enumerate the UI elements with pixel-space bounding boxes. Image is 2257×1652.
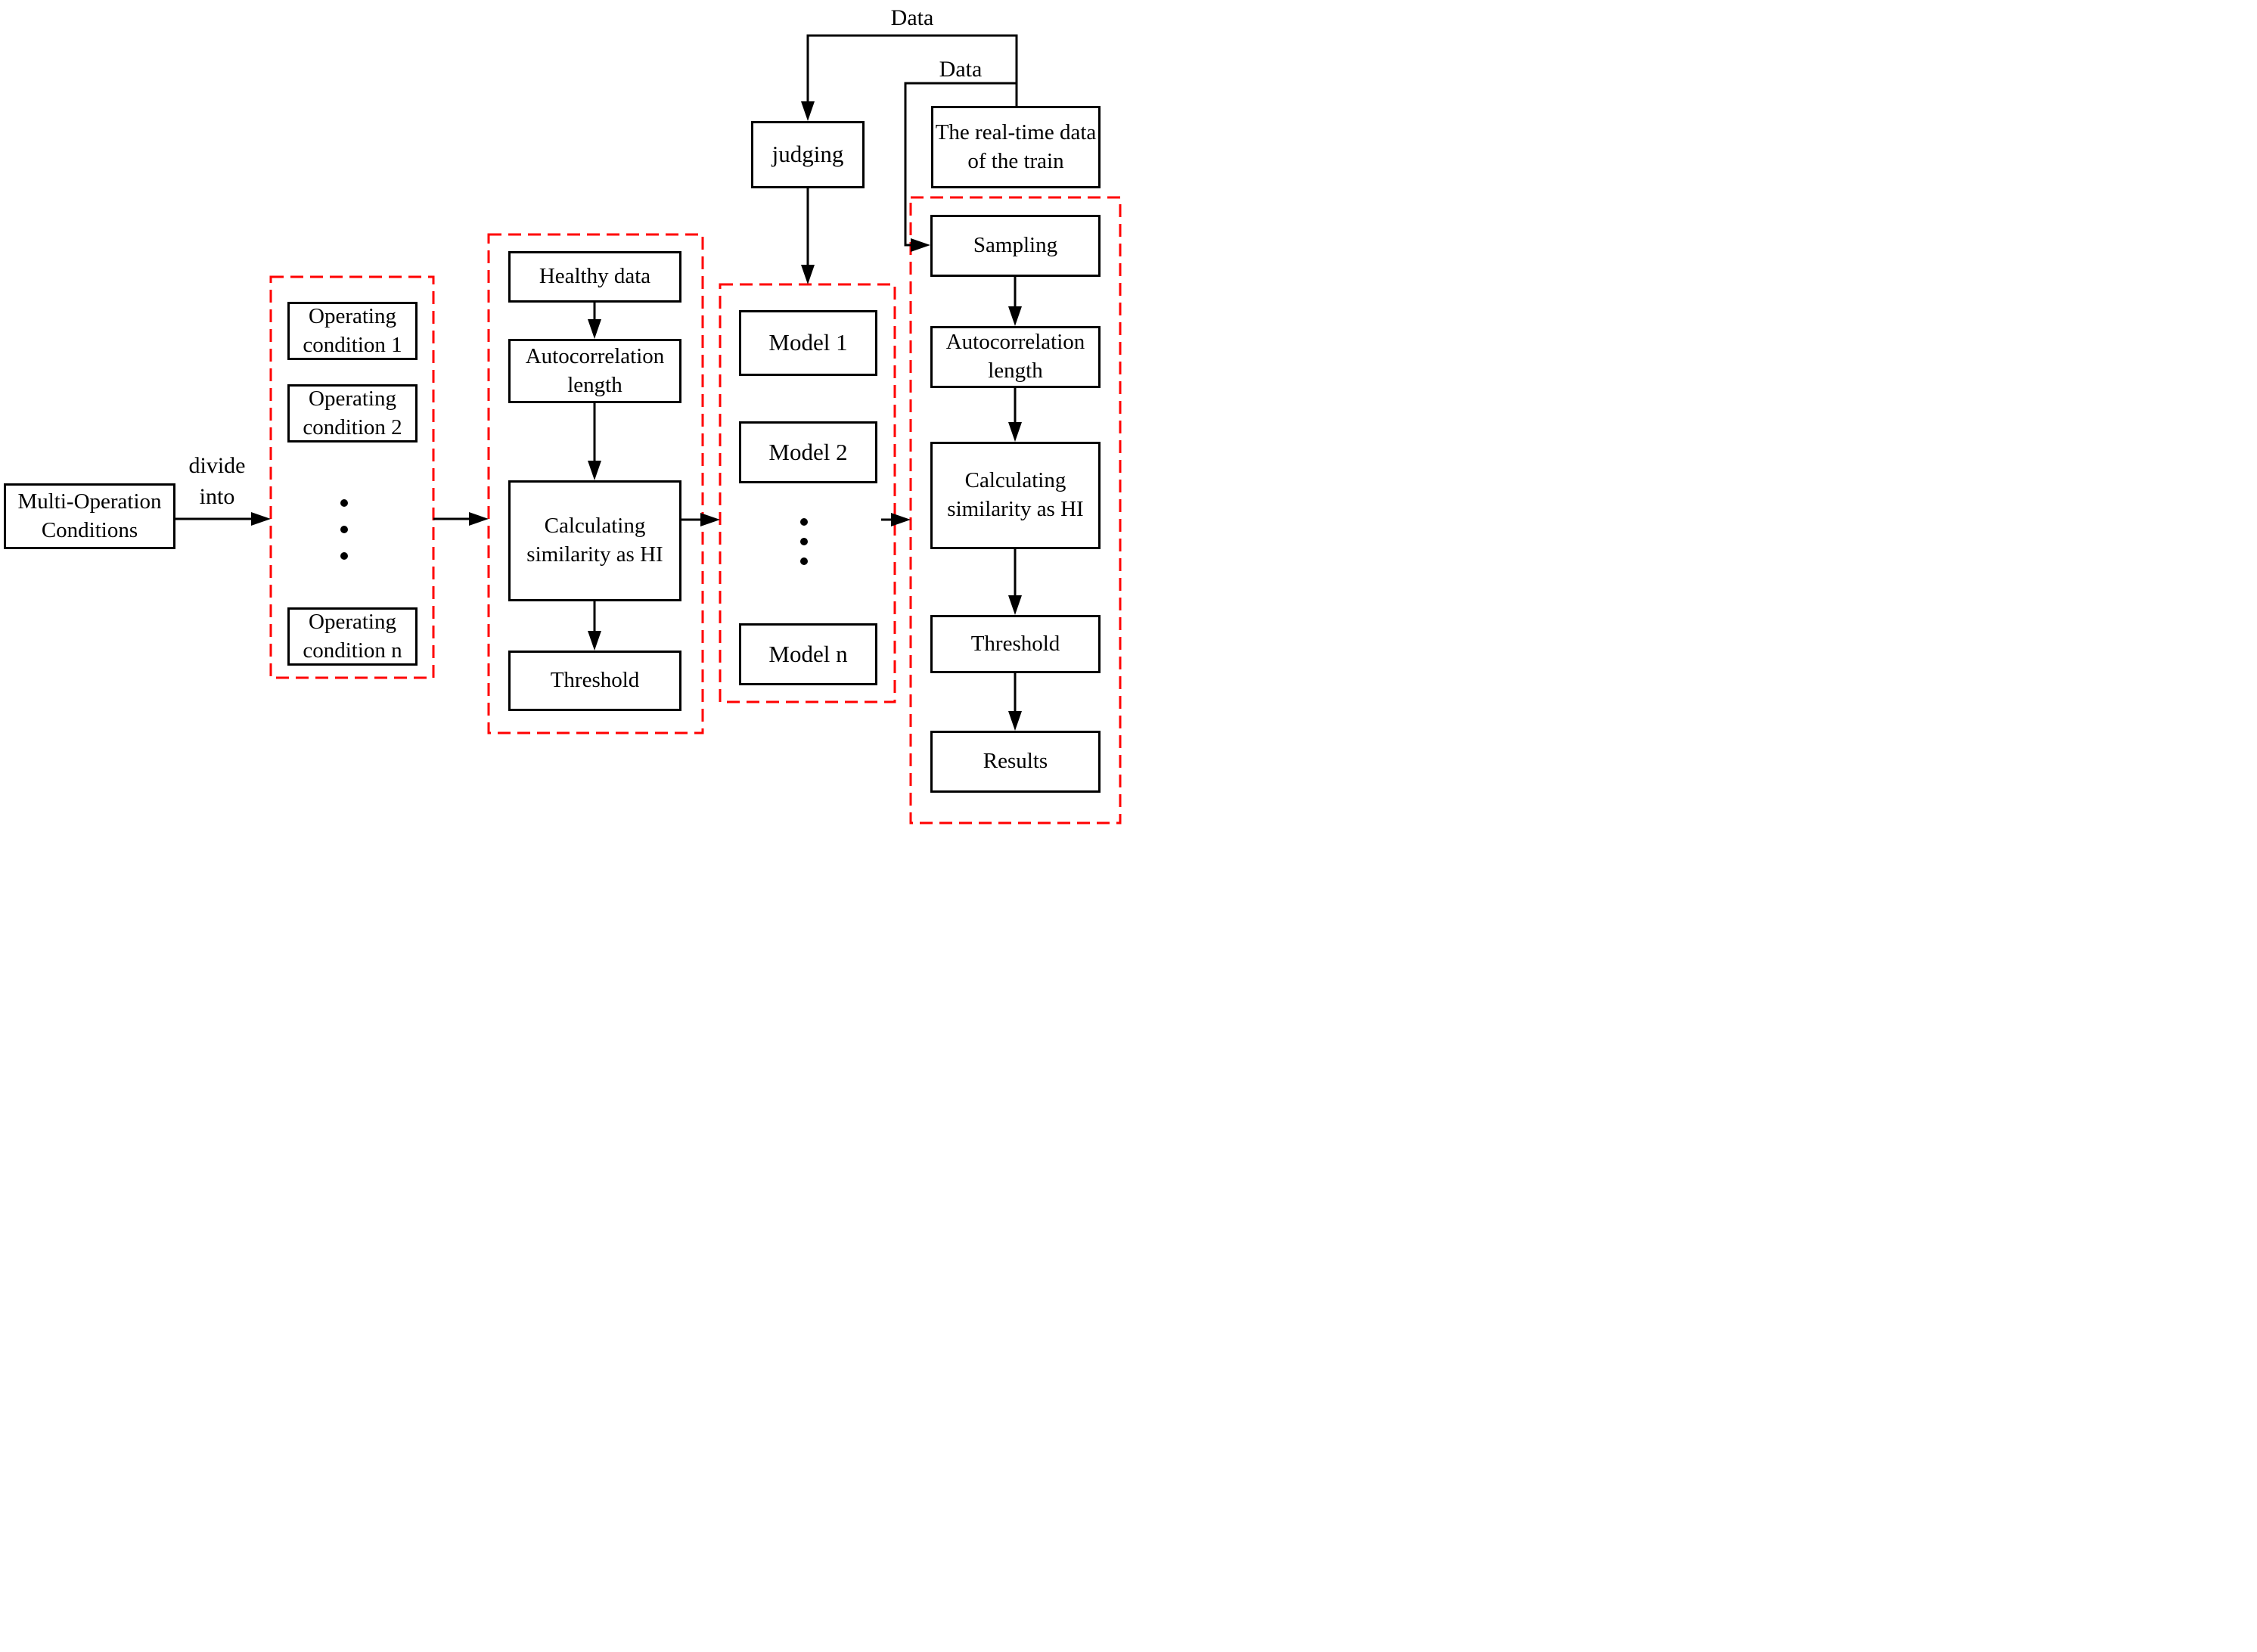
node-model-n: Model n xyxy=(739,623,877,685)
conditions-vertical-ellipsis xyxy=(340,499,348,560)
node-threshold-training: Threshold xyxy=(508,651,681,711)
divide-label-line2: into xyxy=(199,483,235,509)
arrow-sampling-to-autocorrelation xyxy=(1008,277,1022,326)
arrow-training-to-models xyxy=(681,513,720,526)
flowchart-canvas: Data Data divide into Multi-Operation Co… xyxy=(0,0,1128,826)
arrow-models-to-online xyxy=(881,513,911,526)
data-line-to-sampling xyxy=(904,82,1017,252)
node-sampling: Sampling xyxy=(930,215,1101,277)
node-healthy-data: Healthy data xyxy=(508,251,681,303)
connector-layer xyxy=(175,34,1122,824)
node-operating-condition-n: Operating condition n xyxy=(287,607,418,666)
node-results: Results xyxy=(930,731,1101,793)
node-operating-condition-2: Operating condition 2 xyxy=(287,384,418,442)
arrow-healthy-to-autocorrelation xyxy=(588,303,601,339)
node-model-1: Model 1 xyxy=(739,310,877,376)
divide-label-line1: divide xyxy=(188,453,246,478)
node-threshold-online: Threshold xyxy=(930,615,1101,673)
arrow-multiop-to-conditions xyxy=(175,512,271,526)
arrow-conditions-to-training xyxy=(433,512,489,526)
arrow-calculating-to-threshold-online xyxy=(1008,549,1022,615)
models-dashed-group xyxy=(719,283,896,703)
arrow-autocorrelation-to-calculating xyxy=(588,403,601,480)
training-dashed-group xyxy=(487,233,704,734)
data-line-to-judging xyxy=(801,34,1018,121)
node-judging: judging xyxy=(751,121,865,188)
node-calculating-similarity-online: Calculating similarity as HI xyxy=(930,442,1101,549)
data-label-top: Data xyxy=(867,3,958,34)
node-operating-condition-1: Operating condition 1 xyxy=(287,302,418,360)
node-model-2: Model 2 xyxy=(739,421,877,483)
arrow-autocorrelation-to-calculating-online xyxy=(1008,388,1022,442)
models-vertical-ellipsis xyxy=(800,518,808,565)
divide-into-label: divide into xyxy=(172,451,262,512)
conditions-dashed-group xyxy=(269,275,435,679)
arrow-judging-to-models xyxy=(801,188,815,284)
node-realtime-train-data: The real-time data of the train xyxy=(931,106,1101,188)
node-calculating-similarity-training: Calculating similarity as HI xyxy=(508,480,681,601)
data-label-top-text: Data xyxy=(890,5,934,30)
online-dashed-group xyxy=(909,196,1122,824)
node-autocorrelation-length-online: Autocorrelation length xyxy=(930,326,1101,388)
arrow-calculating-to-threshold xyxy=(588,601,601,651)
node-multi-operation-conditions: Multi-Operation Conditions xyxy=(4,483,175,549)
node-autocorrelation-length-training: Autocorrelation length xyxy=(508,339,681,403)
arrow-threshold-to-results xyxy=(1008,673,1022,731)
data-label-mid-text: Data xyxy=(939,57,983,82)
data-label-mid: Data xyxy=(915,54,1006,85)
